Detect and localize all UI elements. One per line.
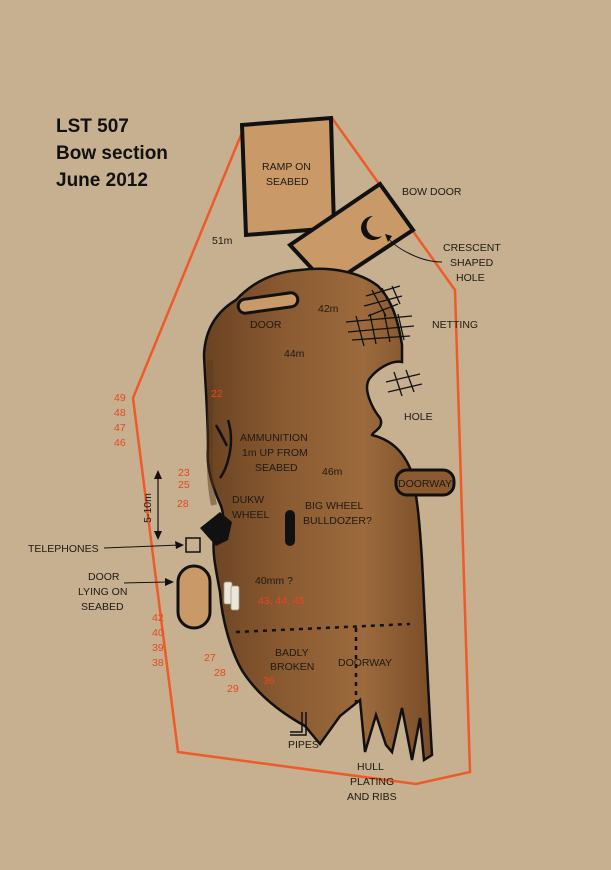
crescent-pointer-arrow	[387, 237, 443, 263]
door-lying-label-line3: SEABED	[81, 601, 124, 613]
telephones-label: TELEPHONES	[28, 543, 99, 555]
title-line1: LST 507	[56, 116, 129, 137]
bulkhead-dotted-horizontal	[235, 622, 411, 634]
door-shape	[236, 291, 300, 315]
crescent-hole-icon	[361, 216, 382, 240]
marker-38: 38	[152, 657, 164, 669]
dukw-label-line2: WHEEL	[232, 509, 270, 521]
marker-28-upper: 28	[177, 498, 189, 510]
door-lying-shape	[176, 564, 212, 630]
marker-39: 39	[152, 642, 164, 654]
range-arrowhead-top	[154, 470, 162, 479]
depth-44: 44m	[284, 348, 305, 360]
title-line2: Bow section	[56, 143, 168, 164]
range-arrowhead-bottom	[154, 531, 162, 540]
marker-49: 49	[114, 392, 126, 404]
telephones-arrow	[103, 544, 181, 549]
marker-27: 27	[204, 652, 216, 664]
dukw-wheel-icon	[200, 512, 232, 546]
hull-shadow-edge	[206, 359, 217, 506]
hull-label-line3: AND RIBS	[347, 791, 397, 803]
bulldozer-shape	[285, 510, 295, 546]
ammunition-marks	[214, 419, 233, 479]
ammunition-label-line3: SEABED	[255, 462, 298, 474]
netting-icon	[345, 285, 423, 397]
bulldozer-label-line2: BULLDOZER?	[303, 515, 372, 527]
marker-42: 42	[152, 612, 164, 624]
marker-46: 46	[114, 437, 126, 449]
ramp-label-line2: SEABED	[266, 176, 309, 188]
pipes-icon	[290, 712, 307, 736]
telephones-arrowhead	[175, 541, 184, 549]
ammunition-label-line1: AMMUNITION	[240, 432, 308, 444]
door-lying-label-line1: DOOR	[88, 571, 120, 583]
forty-mm-label: 40mm ?	[255, 575, 293, 587]
door-lying-arrowhead	[165, 578, 174, 586]
badly-broken-label-line1: BADLY	[275, 647, 309, 659]
depth-46: 46m	[322, 466, 343, 478]
crescent-label-line1: CRESCENT	[443, 242, 501, 254]
depth-51: 51m	[212, 235, 233, 247]
dukw-label-line1: DUKW	[232, 494, 264, 506]
marker-25: 25	[178, 479, 190, 491]
ramp-label-line1: RAMP ON	[262, 161, 311, 173]
marker-22: 22	[211, 388, 223, 400]
doorway-right-label: DOORWAY	[398, 478, 452, 490]
marker-29: 29	[227, 683, 239, 695]
door-label: DOOR	[250, 319, 282, 331]
netting-label: NETTING	[432, 319, 478, 331]
telephones-box	[185, 537, 201, 553]
crescent-label-line2: SHAPED	[450, 257, 494, 269]
bow-door-label: BOW DOOR	[402, 186, 462, 198]
marker-23: 23	[178, 467, 190, 479]
doorway-lower-label: DOORWAY	[338, 657, 392, 669]
depth-42: 42m	[318, 303, 339, 315]
title-line3: June 2012	[56, 170, 148, 191]
marker-43-44-45: 43, 44, 45	[258, 595, 305, 607]
marker-36: 36	[263, 675, 275, 687]
door-lying-label-line2: LYING ON	[78, 586, 127, 598]
shells-icon	[223, 581, 240, 611]
hull-label-line2: PLATING	[350, 776, 394, 788]
bulldozer-label-line1: BIG WHEEL	[305, 500, 364, 512]
doorway-right-shape	[394, 468, 456, 497]
badly-broken-label-line2: BROKEN	[270, 661, 314, 673]
range-label: 5-10m	[142, 493, 154, 523]
marker-47: 47	[114, 422, 126, 434]
marker-48: 48	[114, 407, 126, 419]
hole-label: HOLE	[404, 411, 433, 423]
crescent-label-line3: HOLE	[456, 272, 485, 284]
door-lying-arrow	[123, 581, 169, 584]
marker-40: 40	[152, 627, 164, 639]
pipes-label: PIPES	[288, 739, 319, 751]
dive-area-boundary	[131, 116, 472, 786]
hull-label-line1: HULL	[357, 761, 384, 773]
crescent-pointer-arrowhead	[385, 234, 392, 242]
ammunition-label-line2: 1m UP FROM	[242, 447, 308, 459]
marker-28-lower: 28	[214, 667, 226, 679]
